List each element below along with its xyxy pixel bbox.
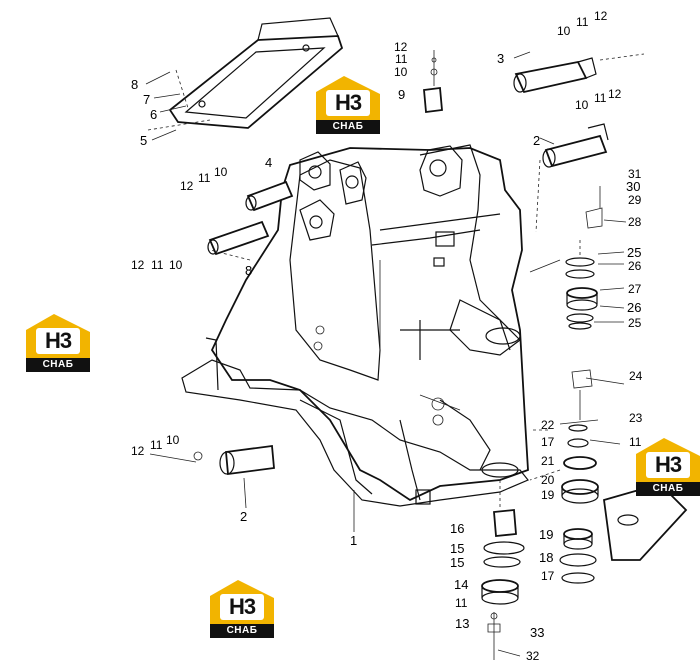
callout-17: 17 [541,569,555,583]
callout-11: 11 [576,15,589,29]
callout-22: 22 [541,418,555,432]
callout-1: 1 [350,533,358,548]
callout-11: 11 [151,258,164,272]
brand-logo-watermark: H3 СНАБ [636,438,700,496]
logo-text: СНАБ [636,482,700,496]
callout-10: 10 [557,24,571,38]
logo-text: СНАБ [210,624,274,638]
callout-12: 12 [394,40,408,54]
callout-11: 11 [455,596,468,610]
callout-24: 24 [629,369,643,383]
brand-logo-watermark: H3 СНАБ [210,580,274,638]
callout-18: 18 [539,550,554,565]
logo-mark: H3 [220,594,264,620]
callout-3: 3 [497,51,505,66]
callout-8: 8 [131,77,139,92]
callout-10: 10 [166,433,180,447]
callout-16: 16 [450,521,465,536]
callout-12: 12 [180,179,194,193]
callout-12: 12 [594,9,608,23]
callout-20: 20 [541,473,555,487]
callout-12: 12 [131,444,145,458]
callout-11: 11 [629,435,642,449]
callout-6: 6 [150,107,158,122]
callout-17: 17 [541,435,555,449]
callout-15: 15 [450,555,465,570]
callout-14: 14 [454,577,469,592]
cover-plate [147,17,344,131]
callout-11: 11 [198,171,211,185]
logo-mark: H3 [646,452,690,478]
callout-30: 30 [626,179,641,194]
callout-15: 15 [450,541,465,556]
callout-8: 8 [245,263,253,278]
callout-23: 23 [629,411,643,425]
callout-11: 11 [150,438,163,452]
callout-10: 10 [169,258,183,272]
callout-12: 12 [608,87,622,101]
callout-7: 7 [143,92,151,107]
callout-9: 9 [398,87,406,102]
callout-19: 19 [541,488,555,502]
logo-mark: H3 [36,328,80,354]
callout-31: 31 [628,167,642,181]
bracket-and-fasteners [423,50,603,229]
callout-29: 29 [628,193,642,207]
callout-4: 4 [265,155,273,170]
upper-bearing-stack [565,240,598,330]
callout-19: 19 [539,527,554,542]
callout-11: 11 [395,52,408,66]
callout-28: 28 [628,215,642,229]
bottom-stack [481,480,525,660]
callout-11: 11 [594,91,607,105]
main-frame [181,144,561,507]
logo-text: СНАБ [26,358,90,372]
callout-10: 10 [214,165,228,179]
callout-26: 26 [628,259,642,273]
callout-12: 12 [131,258,145,272]
callout-10: 10 [394,65,408,79]
pins-right [513,53,645,233]
callout-2: 2 [240,509,248,524]
brand-logo-watermark: H3 СНАБ [316,76,380,134]
callout-25: 25 [628,316,642,330]
leader-lines [145,51,627,532]
callout-25: 25 [627,245,642,260]
callout-21: 21 [541,454,555,468]
logo-mark: H3 [326,90,370,116]
pins-left [149,180,294,476]
callout-10: 10 [575,98,589,112]
callout-27: 27 [628,282,642,296]
logo-text: СНАБ [316,120,380,134]
callout-26: 26 [627,300,642,315]
callout-13: 13 [455,616,470,631]
callout-5: 5 [140,133,148,148]
brand-logo-watermark: H3 СНАБ [26,314,90,372]
callout-33: 33 [530,625,545,640]
callout-32: 32 [526,649,540,663]
callout-2: 2 [533,133,541,148]
